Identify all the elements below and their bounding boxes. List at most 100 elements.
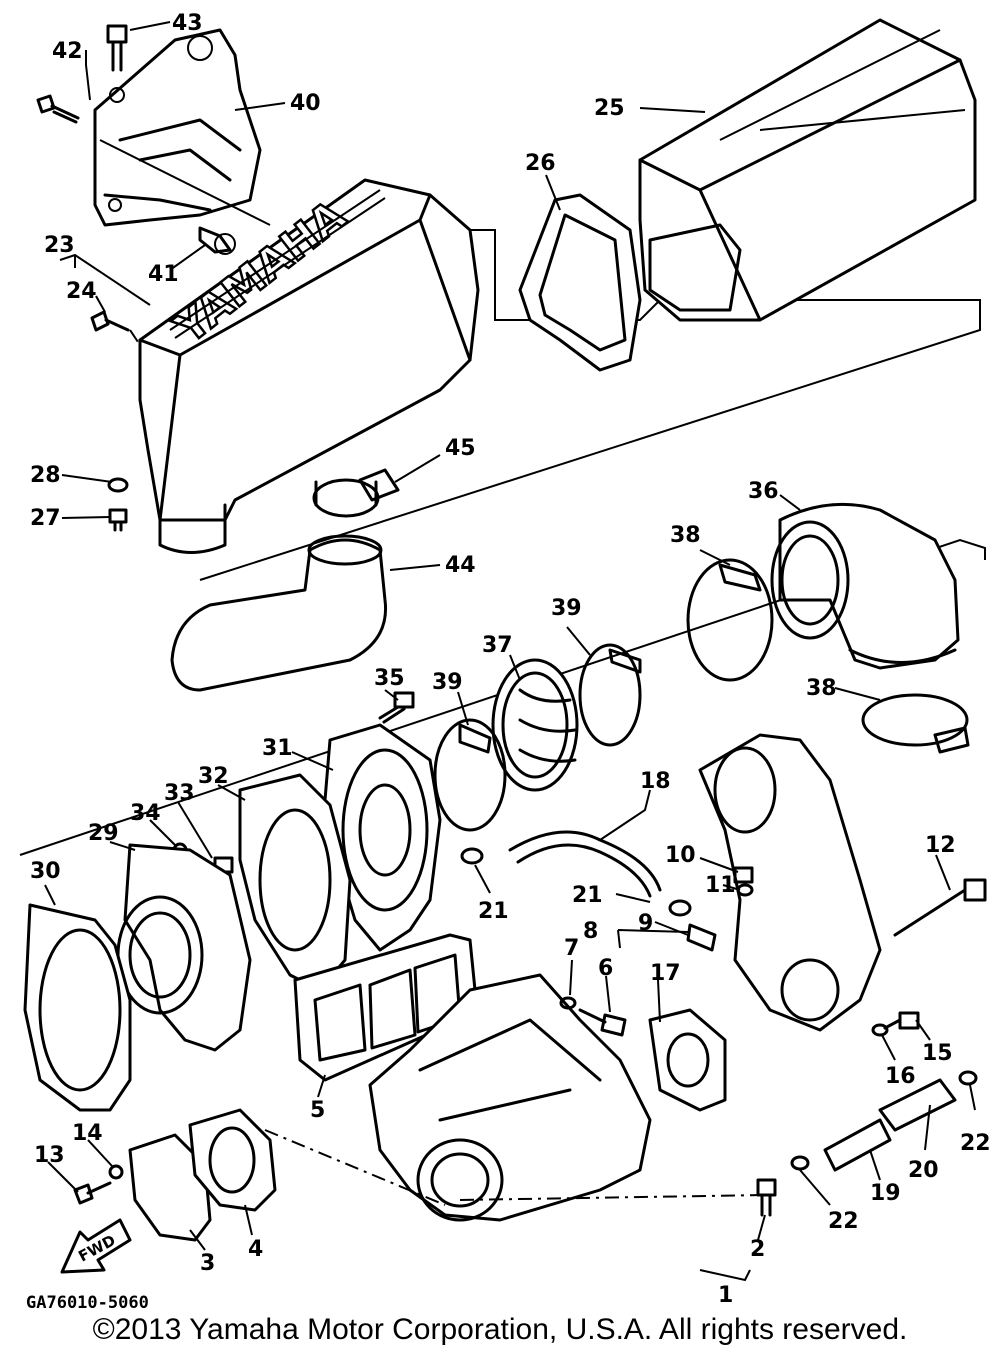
callout-3: 3 <box>200 1251 215 1276</box>
callout-4: 4 <box>248 1237 263 1262</box>
hose-clip-21-right <box>668 899 692 917</box>
callout-24: 24 <box>66 279 97 304</box>
callout-8: 8 <box>583 919 598 944</box>
hose-clamp-38-upper <box>686 558 774 682</box>
callout-44: 44 <box>445 553 476 578</box>
callout-14: 14 <box>72 1121 103 1146</box>
callout-41: 41 <box>148 262 179 287</box>
nipple-9 <box>686 923 717 952</box>
callout-12: 12 <box>925 833 956 858</box>
callout-15: 15 <box>922 1041 953 1066</box>
bolt-35 <box>378 691 415 724</box>
gasket-32 <box>238 773 352 992</box>
bolt-13 <box>73 1181 112 1205</box>
callout-39-left: 39 <box>432 670 463 695</box>
bolt-15 <box>883 1011 920 1030</box>
washer-14 <box>108 1164 124 1180</box>
hose-clamp-45 <box>312 468 400 518</box>
callout-10: 10 <box>665 843 696 868</box>
water-elbow-8 <box>698 733 882 1032</box>
callout-38-upper: 38 <box>670 523 701 548</box>
callout-17: 17 <box>650 961 681 986</box>
callout-9: 9 <box>638 911 653 936</box>
mounting-bracket <box>93 28 271 227</box>
diagram-code: GA76010-5060 <box>26 1293 149 1313</box>
callout-21-right: 21 <box>572 883 603 908</box>
callout-31: 31 <box>262 736 293 761</box>
callout-21-left: 21 <box>478 899 509 924</box>
callout-7: 7 <box>564 936 579 961</box>
hose-clamp-39-left <box>433 718 507 832</box>
bolt-41 <box>198 226 236 255</box>
nipple-20 <box>878 1078 957 1132</box>
callout-29: 29 <box>88 821 119 846</box>
gasket-30 <box>23 903 132 1112</box>
bolt-42 <box>36 94 80 124</box>
callout-18: 18 <box>640 769 671 794</box>
callout-37: 37 <box>482 633 513 658</box>
callout-34: 34 <box>130 801 161 826</box>
air-silencer-cover <box>638 18 977 322</box>
washer-7 <box>559 996 577 1010</box>
callout-5: 5 <box>310 1098 325 1123</box>
callout-40: 40 <box>290 91 321 116</box>
assembly-bracket-1 <box>699 1269 751 1282</box>
callout-45: 45 <box>445 436 476 461</box>
callout-6: 6 <box>598 956 613 981</box>
hose-clamp-38-lower <box>861 693 970 754</box>
copyright-notice: ©2013 Yamaha Motor Corporation, U.S.A. A… <box>92 1313 908 1346</box>
bolt-43 <box>106 24 128 103</box>
callout-20: 20 <box>908 1158 939 1183</box>
bolt-6 <box>578 1008 627 1037</box>
air-duct-44 <box>170 534 388 692</box>
callout-26: 26 <box>525 151 556 176</box>
fitting-10 <box>733 866 754 884</box>
callout-25: 25 <box>594 96 625 121</box>
washer-28 <box>107 477 129 493</box>
callout-38-lower: 38 <box>806 676 837 701</box>
callout-33: 33 <box>164 781 195 806</box>
callout-16: 16 <box>885 1064 916 1089</box>
cover-3 <box>128 1133 212 1242</box>
air-silencer-case: YAMAHA <box>138 178 480 554</box>
leader-lines <box>44 21 976 1251</box>
nipple-19 <box>823 1118 892 1172</box>
callout-35: 35 <box>374 666 405 691</box>
forward-arrow-icon: FWD <box>60 1218 132 1274</box>
hose-clamp-39-right <box>578 643 642 747</box>
callout-22-bottom: 22 <box>828 1209 859 1234</box>
callout-30: 30 <box>30 859 61 884</box>
case-gasket <box>518 193 642 372</box>
callout-numbers: 1 2 3 4 5 6 7 8 9 10 11 12 13 14 15 16 1… <box>30 11 991 1308</box>
gasket-17 <box>648 1008 727 1112</box>
bellows-37 <box>491 658 579 792</box>
callout-32: 32 <box>198 764 229 789</box>
group-boundary-lower <box>19 538 986 856</box>
bolt-12 <box>893 878 987 937</box>
callout-42: 42 <box>52 39 83 64</box>
callout-23: 23 <box>44 233 75 258</box>
gasket-4 <box>188 1108 277 1212</box>
callout-43: 43 <box>172 11 203 36</box>
callout-11: 11 <box>705 873 736 898</box>
bolt-27 <box>108 508 128 532</box>
callout-28: 28 <box>30 463 61 488</box>
elbow-joint-36 <box>770 502 960 670</box>
callout-22-right: 22 <box>960 1131 991 1156</box>
washer-16 <box>871 1023 889 1037</box>
screw-24 <box>90 310 130 332</box>
exhaust-pipe-29 <box>116 843 252 1052</box>
callout-19: 19 <box>870 1181 901 1206</box>
hose-clip-22-bottom <box>790 1155 810 1171</box>
bolt-2 <box>756 1178 777 1217</box>
callout-13: 13 <box>34 1143 65 1168</box>
group-boundary-upper <box>199 229 981 581</box>
hose-clip-22-right <box>958 1070 978 1086</box>
callout-36: 36 <box>748 479 779 504</box>
callout-39-right: 39 <box>551 596 582 621</box>
callout-27: 27 <box>30 506 61 531</box>
exhaust-manifold-1 <box>368 973 652 1222</box>
callout-1: 1 <box>718 1283 733 1308</box>
callout-2: 2 <box>750 1237 765 1262</box>
